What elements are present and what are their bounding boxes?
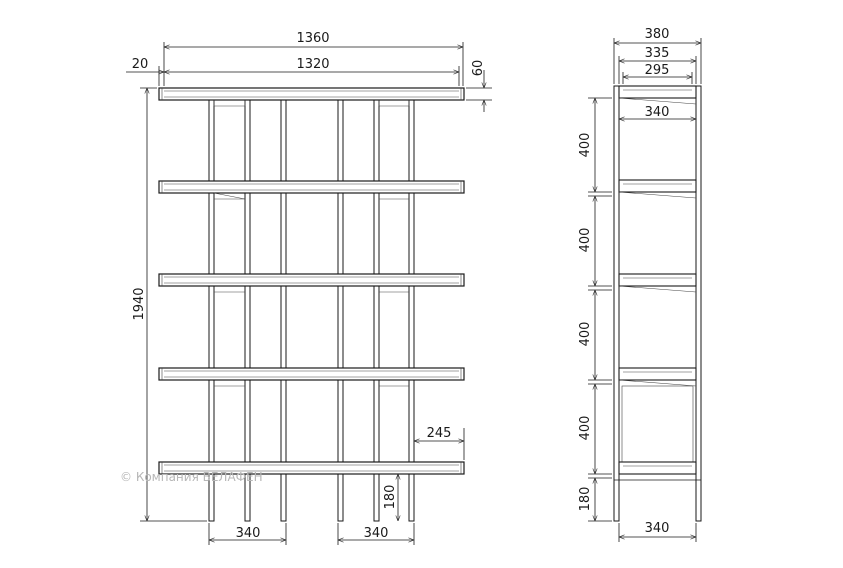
dim-side-shelf: 340 xyxy=(619,105,696,120)
front-uprights xyxy=(208,87,415,522)
dim-overall-width-label: 1360 xyxy=(296,31,329,46)
dim-side-spacings: 400 400 400 400 180 xyxy=(578,97,612,522)
dim-side-spacing-4-label: 400 xyxy=(578,416,593,441)
dim-side-mid: 335 xyxy=(618,46,697,84)
dim-overhang: 245 xyxy=(413,426,465,460)
front-view: 1360 1320 20 60 1940 xyxy=(126,31,492,545)
dim-bay-left: 340 xyxy=(208,523,287,545)
dim-side-spacing-1-label: 400 xyxy=(578,133,593,158)
dim-side-bottom-label: 180 xyxy=(578,487,593,512)
dim-side-gap: 20 xyxy=(126,57,164,86)
front-shelf-3 xyxy=(158,273,465,287)
dim-side-inner: 295 xyxy=(622,63,693,84)
dim-side-base-label: 340 xyxy=(645,521,670,536)
dim-side-inner-label: 295 xyxy=(645,63,670,78)
dim-side-base: 340 xyxy=(618,521,697,542)
side-view: 380 335 295 340 xyxy=(578,27,702,542)
dim-overall-width: 1360 xyxy=(163,31,464,86)
front-shelves xyxy=(158,87,465,475)
front-shelf-1 xyxy=(158,87,465,101)
dim-side-shelf-label: 340 xyxy=(645,105,670,120)
watermark: © Компания ВЕЛАФЕН xyxy=(120,470,263,484)
dim-bay-left-label: 340 xyxy=(236,526,261,541)
dim-shelf-thickness: 60 xyxy=(466,60,492,112)
dim-side-gap-label: 20 xyxy=(132,57,149,72)
dim-inner-width: 1320 xyxy=(164,57,460,86)
dim-side-overall-label: 380 xyxy=(645,27,670,42)
front-shelf-2 xyxy=(158,180,465,194)
dim-overhang-label: 245 xyxy=(427,426,452,441)
dim-total-height-label: 1940 xyxy=(132,287,147,320)
dim-total-height: 1940 xyxy=(132,87,207,522)
dim-bay-right: 340 xyxy=(337,523,415,545)
dim-side-mid-label: 335 xyxy=(645,46,670,61)
front-upright-edges xyxy=(213,100,410,387)
dim-front-bottom: 180 xyxy=(383,474,398,521)
front-shelf-4 xyxy=(158,367,465,381)
side-shelves xyxy=(614,85,701,481)
dim-side-overall: 380 xyxy=(613,27,702,84)
dim-inner-width-label: 1320 xyxy=(296,57,329,72)
dim-shelf-thickness-label: 60 xyxy=(471,60,486,77)
side-upright-back xyxy=(695,85,702,522)
dim-front-bottom-label: 180 xyxy=(383,485,398,510)
dim-side-spacing-3-label: 400 xyxy=(578,322,593,347)
side-upright-front xyxy=(613,85,620,522)
front-shelf-5 xyxy=(158,461,465,475)
dim-side-spacing-2-label: 400 xyxy=(578,228,593,253)
dim-bay-right-label: 340 xyxy=(364,526,389,541)
